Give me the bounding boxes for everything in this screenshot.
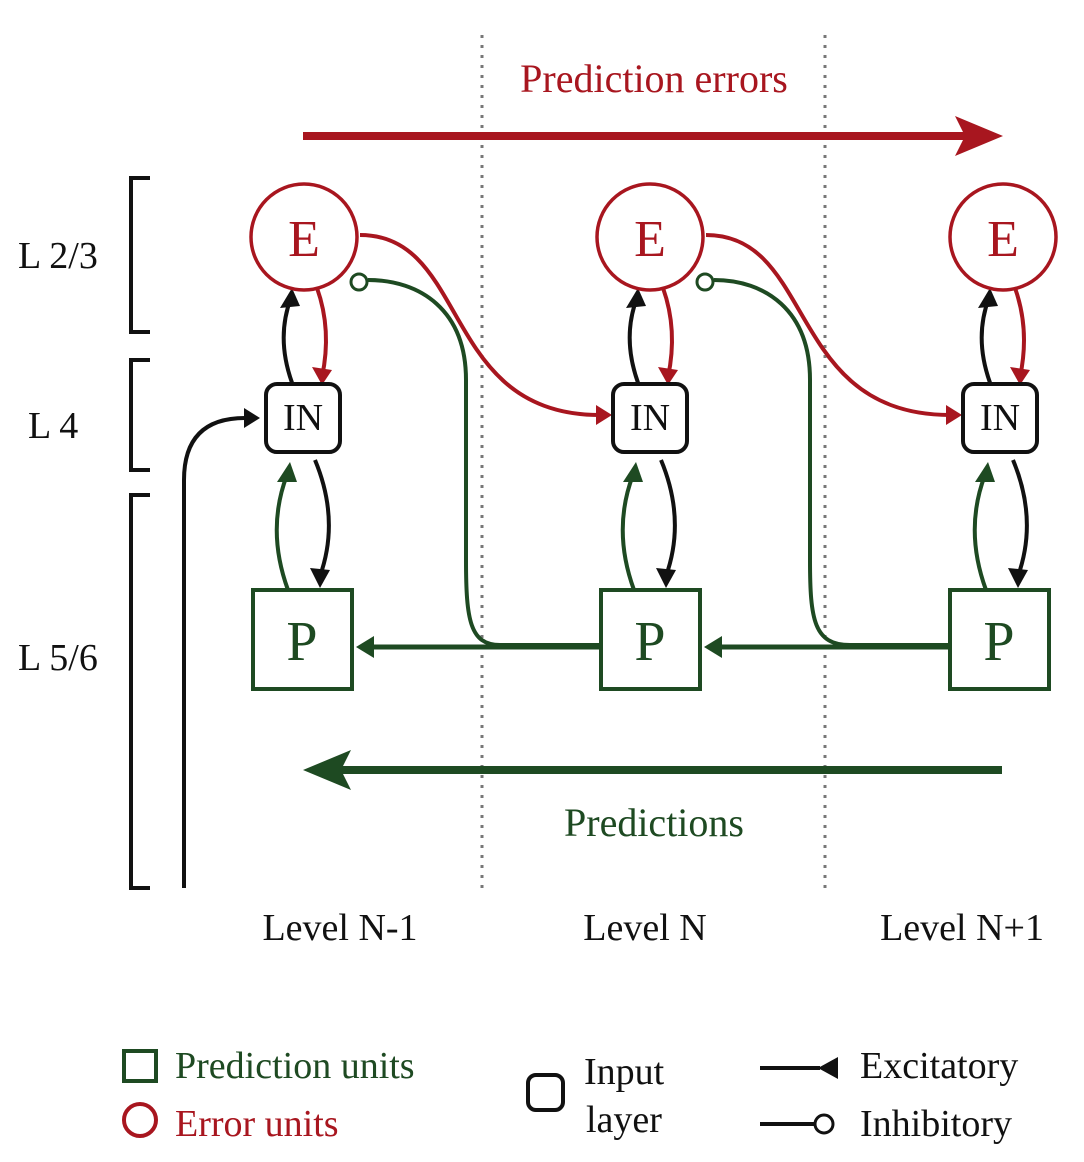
e-to-in-n bbox=[661, 287, 674, 378]
external-input-connection bbox=[182, 416, 246, 888]
e-to-in-n+1-head bbox=[1010, 367, 1030, 385]
p-to-in-n bbox=[620, 474, 636, 591]
input-unit-n+1-label: IN bbox=[980, 397, 1020, 439]
input-unit-n-label: IN bbox=[630, 397, 670, 439]
layer-label-l4: L 4 bbox=[28, 405, 78, 447]
in-to-e-n-1 bbox=[281, 297, 296, 389]
prediction-errors-arrowhead bbox=[955, 116, 1003, 156]
p-to-in-n+1-head bbox=[975, 462, 995, 482]
error-forward-n-1-to-n-head bbox=[596, 405, 612, 425]
input-unit-n-1 bbox=[264, 382, 342, 454]
prediction-link-n-to-n-1-head bbox=[356, 636, 374, 658]
legend-input-line2: layer bbox=[586, 1099, 662, 1141]
error-unit-n-label: E bbox=[634, 211, 666, 268]
in-to-e-n-1-head bbox=[280, 288, 300, 308]
error-unit-n+1 bbox=[948, 182, 1058, 292]
prediction-errors-label: Prediction errors bbox=[520, 56, 788, 101]
legend-error-unit-circle bbox=[122, 1102, 158, 1138]
bracket-l23 bbox=[129, 176, 150, 334]
layer-label-l23: L 2/3 bbox=[18, 235, 98, 277]
in-to-p-n+1 bbox=[1011, 459, 1029, 577]
legend-input-layer-square bbox=[526, 1073, 565, 1112]
error-forward-n-to-n+1 bbox=[705, 233, 951, 417]
in-to-p-n-head bbox=[656, 568, 676, 588]
p-to-in-n-head bbox=[623, 462, 643, 482]
prediction-link-n+1-to-n-head bbox=[704, 636, 722, 658]
error-forward-n-to-n+1-head bbox=[946, 405, 962, 425]
in-to-p-n-1-head bbox=[310, 568, 330, 588]
e-to-in-n+1 bbox=[1013, 287, 1026, 378]
error-unit-n-1-label: E bbox=[288, 211, 320, 268]
legend-error-units: Error units bbox=[175, 1103, 339, 1145]
error-unit-n+1-label: E bbox=[987, 211, 1019, 268]
bracket-l4 bbox=[129, 358, 150, 472]
error-forward-n-1-to-n bbox=[359, 233, 601, 417]
input-unit-n-1-label: IN bbox=[283, 397, 323, 439]
in-to-p-n+1-head bbox=[1008, 568, 1028, 588]
e-to-in-n-1 bbox=[315, 287, 328, 378]
external-input-arrowhead bbox=[244, 408, 260, 428]
prediction-unit-n+1 bbox=[948, 588, 1051, 691]
level-label-n: Level N bbox=[583, 907, 706, 949]
bracket-l56 bbox=[129, 493, 150, 890]
in-to-e-n-head bbox=[626, 288, 646, 308]
error-unit-n-1 bbox=[249, 182, 359, 292]
in-to-p-n-1 bbox=[313, 459, 331, 577]
legend-prediction-units: Prediction units bbox=[175, 1045, 415, 1087]
p-to-in-n-1-head bbox=[277, 462, 297, 482]
prediction-unit-n-label: P bbox=[634, 611, 665, 673]
prediction-unit-n+1-label: P bbox=[983, 611, 1014, 673]
prediction-inhibit-n-to-n-1 bbox=[367, 278, 601, 647]
in-to-e-n+1-head bbox=[978, 288, 998, 308]
inhibitory-terminal-n-1 bbox=[349, 272, 369, 292]
in-to-p-n bbox=[659, 459, 677, 577]
e-to-in-n-1-head bbox=[312, 367, 332, 385]
legend-excitatory: Excitatory bbox=[860, 1045, 1018, 1087]
p-to-in-n+1 bbox=[972, 474, 988, 591]
in-to-e-n+1 bbox=[979, 297, 994, 389]
in-to-e-n bbox=[627, 297, 642, 389]
inhibitory-terminal-n bbox=[695, 272, 715, 292]
prediction-unit-n-1 bbox=[251, 588, 354, 691]
input-unit-n+1 bbox=[961, 382, 1039, 454]
predictions-arrowhead bbox=[303, 750, 351, 790]
prediction-unit-n bbox=[599, 588, 702, 691]
p-to-in-n-1 bbox=[274, 474, 290, 591]
prediction-inhibit-n+1-to-n bbox=[713, 278, 950, 647]
level-label-n+1: Level N+1 bbox=[880, 907, 1044, 949]
predictions-label: Predictions bbox=[564, 800, 744, 845]
prediction-unit-n-1-label: P bbox=[286, 611, 317, 673]
input-unit-n bbox=[611, 382, 689, 454]
layer-label-l56: L 5/6 bbox=[18, 637, 98, 679]
legend-excitatory-head bbox=[818, 1057, 838, 1079]
level-label-n-1: Level N-1 bbox=[262, 907, 417, 949]
legend-prediction-unit-square bbox=[122, 1049, 158, 1083]
legend-input-line1: Input bbox=[584, 1051, 665, 1093]
error-unit-n bbox=[595, 182, 705, 292]
e-to-in-n-head bbox=[658, 367, 678, 385]
legend-inhibitory-terminal bbox=[813, 1113, 835, 1135]
legend-inhibitory: Inhibitory bbox=[860, 1103, 1012, 1145]
